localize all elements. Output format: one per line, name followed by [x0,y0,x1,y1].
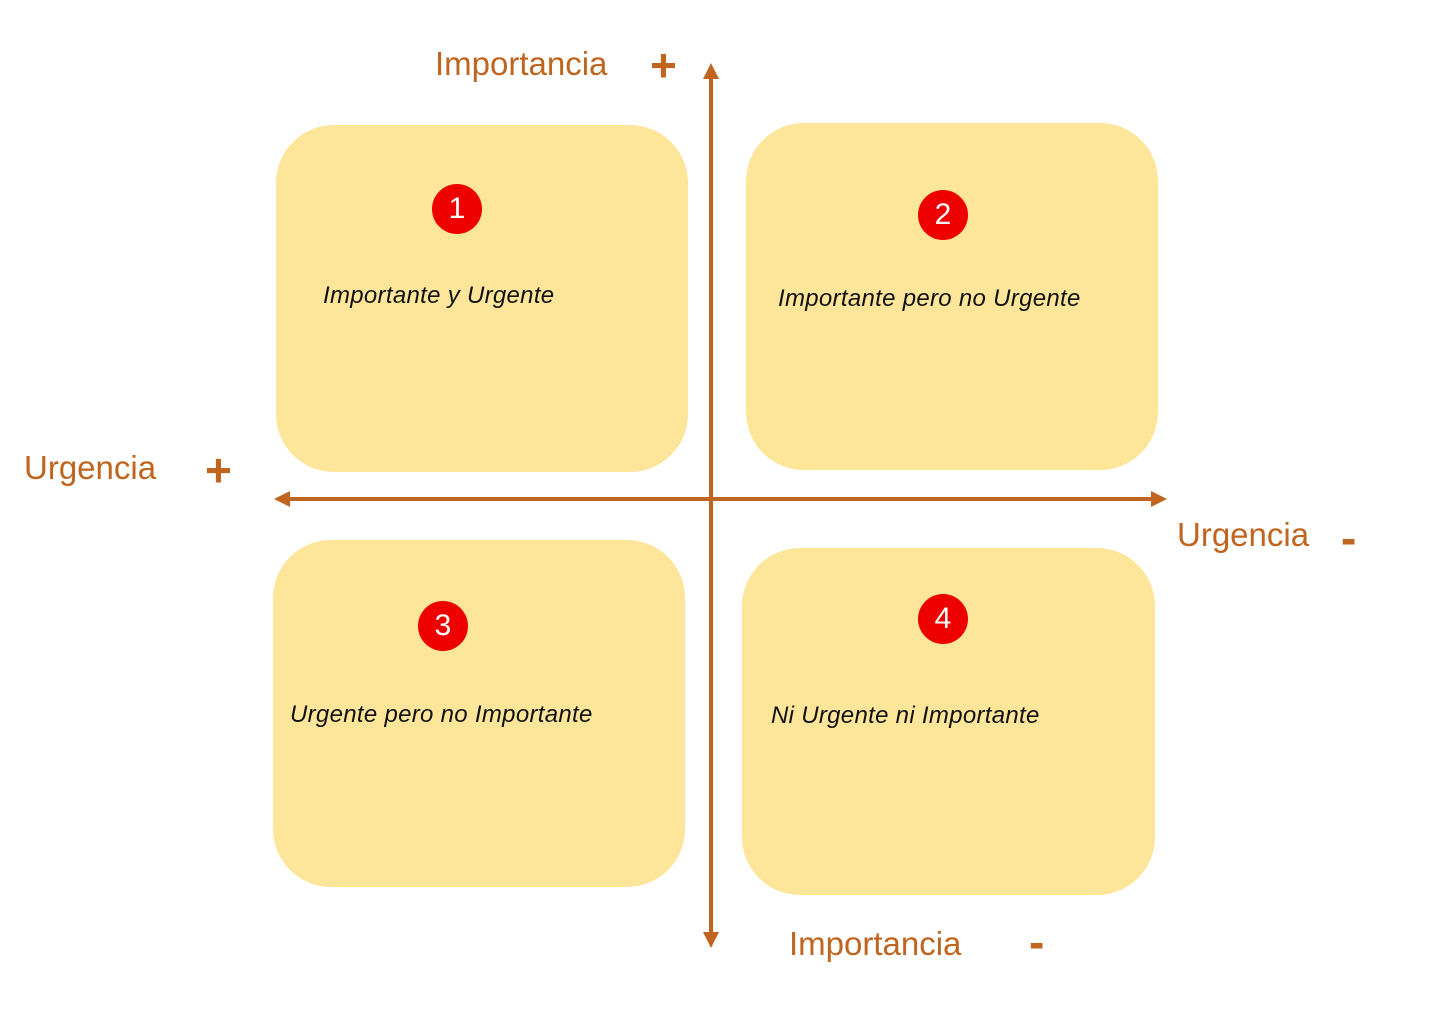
quadrant-3-text: Urgente pero no Importante [290,701,593,728]
quadrant-2-text: Importante pero no Urgente [778,285,1081,312]
axis-right-label: Urgencia [1177,516,1310,553]
quadrant-1-box [276,125,688,472]
quadrant-1-number-badge: 1 [432,184,482,234]
axis-left-sign: + [205,444,232,496]
axis-bottom-sign: - [1029,916,1045,968]
horizontal-axis-left-arrow [274,491,290,507]
vertical-axis-bottom-arrow [703,932,719,948]
horizontal-axis-right-arrow [1151,491,1167,507]
quadrant-3-box [273,540,685,887]
axis-right-sign: - [1341,512,1357,564]
quadrant-2-number-badge: 2 [918,190,968,240]
quadrant-1-text: Importante y Urgente [323,282,555,309]
axis-left-label: Urgencia [24,449,157,486]
axis-bottom-label: Importancia [789,925,962,962]
axis-top-label: Importancia [435,45,608,82]
axis-top-sign: + [650,39,677,91]
quadrant-2-box [746,123,1158,470]
quadrant-4-number-badge: 4 [918,594,968,644]
quadrant-4-text: Ni Urgente ni Importante [771,702,1040,729]
quadrant-3-number-badge: 3 [418,601,468,651]
vertical-axis-top-arrow [703,63,719,79]
